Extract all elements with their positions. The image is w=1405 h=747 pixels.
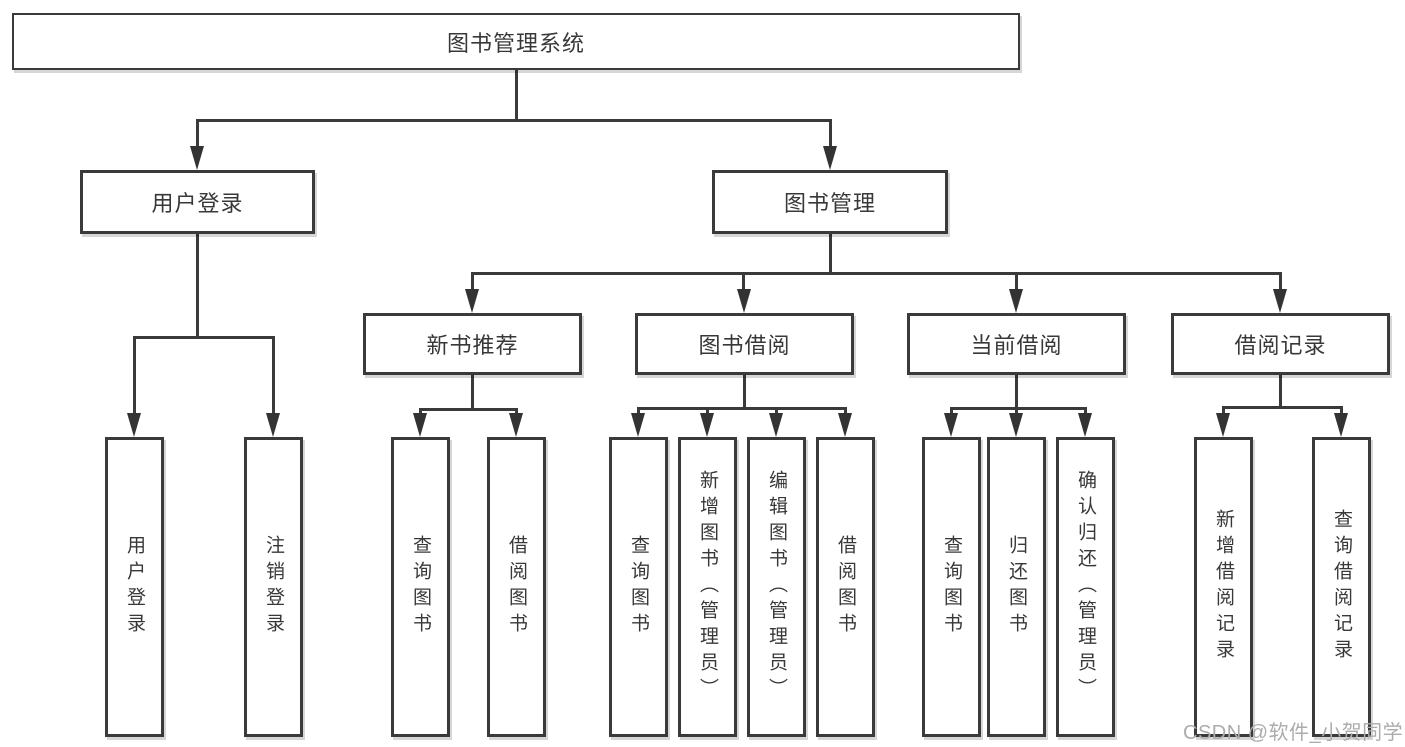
leaf-borrow-books-borrow-label: 借阅图书 <box>835 535 856 639</box>
node-user-login: 用户登录 <box>80 170 315 234</box>
connector-newbooks-hline <box>419 408 517 411</box>
node-current-borrow: 当前借阅 <box>907 313 1126 375</box>
connector-bookborrow-hline <box>637 407 847 410</box>
node-new-books: 新书推荐 <box>363 313 582 375</box>
connector-records-stub <box>1279 375 1282 409</box>
connector-userlogin-hline <box>133 336 275 339</box>
arrowhead-borrow2 <box>838 413 852 437</box>
node-new-books-label: 新书推荐 <box>426 333 519 358</box>
leaf-borrow-books-newbooks-label: 借阅图书 <box>506 535 527 639</box>
connector-root-hline <box>196 119 832 122</box>
leaf-logout-label: 注销登录 <box>263 535 284 639</box>
arrowhead-book-mgmt <box>823 146 837 170</box>
arrowhead-borrow1 <box>509 413 523 437</box>
arrowhead-book-borrow <box>737 289 751 313</box>
node-book-borrow-label: 图书借阅 <box>698 333 791 358</box>
connector-drop-borrow-records <box>1279 272 1282 292</box>
connector-drop-book-mgmt <box>829 119 832 149</box>
connector-drop-new-books <box>471 272 474 292</box>
connector-drop-return-book <box>1015 407 1018 416</box>
leaf-borrow-books-borrow: 借阅图书 <box>816 437 875 737</box>
arrowhead-leaf-logout <box>266 413 280 437</box>
connector-drop-book-borrow <box>742 272 745 292</box>
node-borrow-records: 借阅记录 <box>1171 313 1390 375</box>
connector-drop-query-record <box>1340 406 1343 416</box>
arrowhead-query-record <box>1334 413 1348 437</box>
leaf-return-books: 归还图书 <box>987 437 1046 737</box>
arrowhead-confirm-return <box>1078 413 1092 437</box>
arrowhead-add-record <box>1216 413 1230 437</box>
connector-root-stub <box>515 70 518 121</box>
arrowhead-borrow-records <box>1273 289 1287 313</box>
node-book-borrow: 图书借阅 <box>635 313 854 375</box>
arrowhead-query1 <box>413 413 427 437</box>
leaf-add-borrow-record-label: 新增借阅记录 <box>1213 509 1234 665</box>
leaf-query-books-borrow-label: 查询图书 <box>628 535 649 639</box>
leaf-add-book-admin: 新增图书（管理员） <box>678 437 737 737</box>
connector-drop-leaf-login <box>133 336 136 416</box>
leaf-query-books-newbooks-label: 查询图书 <box>410 535 431 639</box>
arrowhead-current-borrow <box>1009 289 1023 313</box>
leaf-add-borrow-record: 新增借阅记录 <box>1194 437 1253 737</box>
node-current-borrow-label: 当前借阅 <box>970 333 1063 358</box>
leaf-edit-book-admin-label: 编辑图书（管理员） <box>766 470 787 704</box>
arrowhead-edit-book <box>769 413 783 437</box>
leaf-user-login-label: 用户登录 <box>124 535 145 639</box>
node-user-login-label: 用户登录 <box>151 191 244 216</box>
leaf-user-login: 用户登录 <box>105 437 164 737</box>
connector-drop-query2 <box>637 407 640 416</box>
connector-drop-user-login <box>196 119 199 149</box>
leaf-confirm-return-admin: 确认归还（管理员） <box>1056 437 1115 737</box>
arrowhead-add-book <box>700 413 714 437</box>
connector-drop-add-record <box>1222 406 1225 416</box>
leaf-add-book-admin-label: 新增图书（管理员） <box>697 470 718 704</box>
leaf-query-books-newbooks: 查询图书 <box>391 437 450 737</box>
arrowhead-return-book <box>1009 413 1023 437</box>
arrowhead-query2 <box>631 413 645 437</box>
connector-newbooks-stub <box>471 375 474 411</box>
leaf-query-borrow-record: 查询借阅记录 <box>1312 437 1371 737</box>
connector-drop-query3 <box>950 407 953 416</box>
leaf-return-books-label: 归还图书 <box>1006 535 1027 639</box>
connector-userlogin-stub <box>196 234 199 339</box>
connector-currentborrow-hline <box>950 407 1087 410</box>
arrowhead-new-books <box>465 289 479 313</box>
node-book-mgmt: 图书管理 <box>712 170 948 234</box>
leaf-query-books-borrow: 查询图书 <box>609 437 668 737</box>
connector-currentborrow-stub <box>1015 375 1018 410</box>
arrowhead-query3 <box>944 413 958 437</box>
connector-drop-borrow2 <box>844 407 847 416</box>
leaf-logout: 注销登录 <box>244 437 303 737</box>
connector-bookmgmt-hline <box>471 272 1281 275</box>
arrowhead-user-login <box>190 146 204 170</box>
leaf-confirm-return-admin-label: 确认归还（管理员） <box>1075 470 1096 704</box>
leaf-borrow-books-newbooks: 借阅图书 <box>487 437 546 737</box>
connector-bookmgmt-stub <box>829 234 832 275</box>
connector-drop-edit-book <box>775 407 778 416</box>
connector-bookborrow-stub <box>743 375 746 410</box>
leaf-query-books-current: 查询图书 <box>922 437 981 737</box>
leaf-query-borrow-record-label: 查询借阅记录 <box>1331 509 1352 665</box>
leaf-query-books-current-label: 查询图书 <box>941 535 962 639</box>
node-book-mgmt-label: 图书管理 <box>783 191 876 216</box>
connector-drop-query1 <box>419 408 422 416</box>
connector-drop-confirm-return <box>1084 407 1087 416</box>
connector-drop-leaf-logout <box>272 336 275 416</box>
leaf-edit-book-admin: 编辑图书（管理员） <box>747 437 806 737</box>
arrowhead-leaf-login <box>127 413 141 437</box>
connector-records-hline <box>1222 406 1343 409</box>
connector-drop-current-borrow <box>1015 272 1018 292</box>
node-root: 图书管理系统 <box>12 13 1020 70</box>
csdn-watermark: CSDN @软件_小贺同学 <box>1183 722 1404 744</box>
connector-drop-borrow1 <box>515 408 518 416</box>
node-borrow-records-label: 借阅记录 <box>1234 333 1327 358</box>
connector-drop-add-book <box>706 407 709 416</box>
node-root-label: 图书管理系统 <box>446 30 585 56</box>
